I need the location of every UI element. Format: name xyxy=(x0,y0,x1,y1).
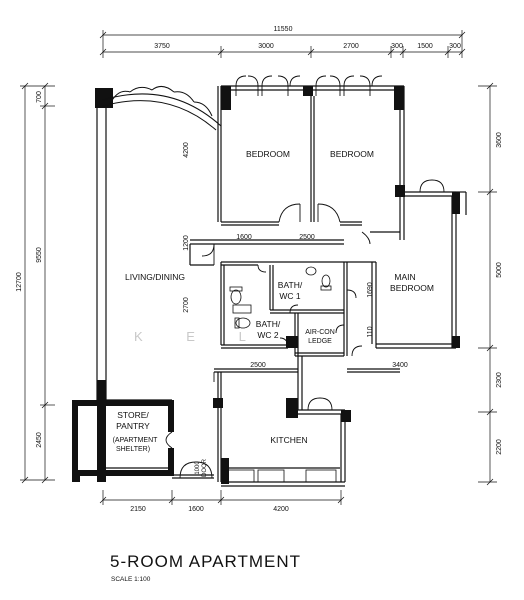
right-dimensions xyxy=(478,82,497,486)
room-label-store-line1: STORE/ xyxy=(117,410,149,420)
room-label-aircon-line2: LEDGE xyxy=(308,338,332,345)
curved-bay-window xyxy=(102,86,222,131)
room-label-bath-wc1-line2: WC 1 xyxy=(279,291,301,301)
dim-inner-1600: 1600 xyxy=(236,234,252,241)
dim-inner-1690: 1690 xyxy=(367,282,374,298)
room-label-main-bedroom-line1: MAIN xyxy=(394,272,415,282)
top-dimensions xyxy=(99,30,466,58)
room-label-main-bedroom-line2: BEDROOM xyxy=(390,283,434,293)
dim-inner-110: 110 xyxy=(367,326,374,337)
dim-bottom-1: 2150 xyxy=(130,506,146,513)
dim-top-3: 2700 xyxy=(343,43,359,50)
door-label-door: DOOR xyxy=(202,458,208,477)
room-label-bedroom-2: BEDROOM xyxy=(330,149,374,159)
dim-inner-1200: 1200 xyxy=(183,235,190,251)
room-label-kitchen: KITCHEN xyxy=(270,435,307,445)
room-label-aircon-line1: AIR-CON xyxy=(305,329,335,336)
structural-walls xyxy=(72,86,460,484)
dim-bottom-3: 4200 xyxy=(273,506,289,513)
bottom-dimensions xyxy=(99,490,345,505)
dim-right-3: 2300 xyxy=(496,372,503,388)
dim-left-2: 9550 xyxy=(36,247,43,263)
dim-top-5: 1500 xyxy=(417,43,433,50)
room-label-store-line4: SHELTER) xyxy=(116,446,150,453)
left-dimensions xyxy=(20,82,55,484)
dim-inner-3400: 3400 xyxy=(392,362,408,369)
room-label-living-dining: LIVING/DINING xyxy=(125,272,185,282)
dim-top-2: 3000 xyxy=(258,43,274,50)
walls xyxy=(96,85,467,487)
room-label-bath-wc2-line1: BATH/ xyxy=(256,319,281,329)
dim-inner-2700: 2700 xyxy=(183,297,190,313)
dim-top-1: 3750 xyxy=(154,43,170,50)
dim-left-total: 12700 xyxy=(16,272,23,292)
dim-right-4: 2200 xyxy=(496,439,503,455)
dim-inner-2500b: 2500 xyxy=(250,362,266,369)
sanitary-fixtures xyxy=(229,266,332,329)
dim-right-1: 3600 xyxy=(496,132,503,148)
door-label-1000: 1000 xyxy=(195,461,201,475)
room-label-bedroom-1: BEDROOM xyxy=(246,149,290,159)
dim-inner-2500a: 2500 xyxy=(299,234,315,241)
room-label-store-line2: PANTRY xyxy=(116,421,150,431)
dim-left-1: 700 xyxy=(36,91,43,103)
room-label-store-line3: (APARTMENT xyxy=(113,437,159,444)
dim-left-3: 2450 xyxy=(36,432,43,448)
dim-inner-4200: 4200 xyxy=(183,142,190,158)
watermark: K E L xyxy=(134,329,266,344)
dim-top-total: 11550 xyxy=(274,26,293,33)
kitchen-fixtures xyxy=(227,469,337,483)
dim-top-4: 300 xyxy=(391,43,403,50)
bedroom-windows xyxy=(235,75,383,96)
plan-scale: SCALE 1:100 xyxy=(111,576,151,583)
plan-title: 5-ROOM APARTMENT xyxy=(110,552,302,571)
doors xyxy=(165,179,445,479)
room-label-bath-wc1-line1: BATH/ xyxy=(278,280,303,290)
room-label-bath-wc2-line2: WC 2 xyxy=(257,330,279,340)
dim-bottom-2: 1600 xyxy=(188,506,204,513)
dim-top-6: 300 xyxy=(449,43,461,50)
dim-right-2: 5000 xyxy=(496,262,503,278)
